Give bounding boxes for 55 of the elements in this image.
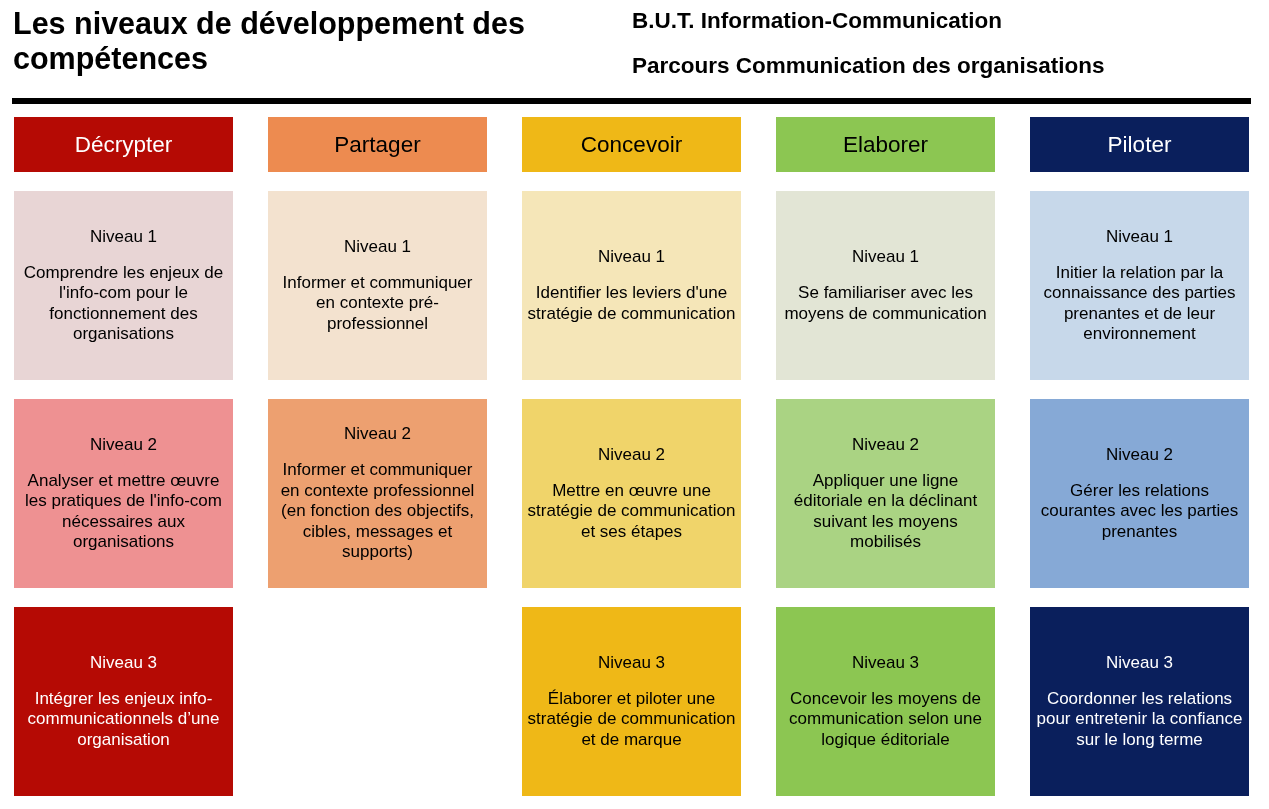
level-heading: Niveau 2 <box>1105 444 1174 465</box>
level-card <box>14 191 233 380</box>
level-card <box>1030 191 1249 380</box>
level-description: Analyser et mettre œuvre les pratiques de l'info-com nécessaires aux organisations <box>24 470 223 553</box>
level-description: Comprendre les enjeux de l'info-com pour le fonctionnement des organisations <box>22 262 225 345</box>
level-card <box>14 607 233 796</box>
competence-header <box>522 117 741 172</box>
track-title: Parcours Communication des organisations <box>632 53 1105 79</box>
page-title: Les niveaux de développement des compétences <box>13 6 526 76</box>
level-heading: Niveau 1 <box>343 236 412 257</box>
level-card <box>14 399 233 588</box>
competence-name: Concevoir <box>580 131 683 158</box>
level-description: Initier la relation par la connaissance des parties prenantes et de leur environnement <box>1042 262 1237 345</box>
level-heading: Niveau 3 <box>851 652 920 673</box>
competence-header <box>776 117 995 172</box>
level-heading: Niveau 3 <box>1105 652 1174 673</box>
level-card <box>776 399 995 588</box>
competence-name: Elaborer <box>842 131 928 158</box>
level-card <box>776 191 995 380</box>
level-heading: Niveau 2 <box>343 424 412 445</box>
level-description: Intégrer les enjeux info-communicationnels d’une organisation <box>26 688 221 751</box>
competence-name: Piloter <box>1107 131 1172 158</box>
competence-header <box>14 117 233 172</box>
level-description: Informer et communiquer en contexte pré-professionnel <box>281 272 474 335</box>
program-title: B.U.T. Information-Communication <box>632 8 1002 34</box>
competence-name: Décrypter <box>74 131 173 158</box>
level-description: Appliquer une ligne éditoriale en la déclinant suivant les moyens mobilisés <box>792 470 979 553</box>
level-description: Mettre en œuvre une stratégie de communication et ses étapes <box>526 480 737 543</box>
level-card <box>776 607 995 796</box>
level-card <box>1030 607 1249 796</box>
competence-name: Partager <box>334 131 421 158</box>
level-description: Coordonner les relations pour entretenir la confiance sur le long terme <box>1035 688 1244 751</box>
level-description: Concevoir les moyens de communication selon une logique éditoriale <box>788 688 983 751</box>
level-description: Se familiariser avec les moyens de communication <box>783 283 988 324</box>
level-card <box>268 399 487 588</box>
level-card <box>522 191 741 380</box>
level-heading: Niveau 2 <box>597 444 666 465</box>
level-card <box>268 191 487 380</box>
level-heading: Niveau 2 <box>89 434 158 455</box>
level-card <box>1030 399 1249 588</box>
level-heading: Niveau 3 <box>597 652 666 673</box>
level-card <box>522 399 741 588</box>
level-description: Informer et communiquer en contexte professionnel (en fonction des objectifs, cibles, messages et supports) <box>279 460 476 563</box>
level-heading: Niveau 3 <box>89 652 158 673</box>
level-heading: Niveau 1 <box>1105 226 1174 247</box>
level-heading: Niveau 1 <box>597 247 666 267</box>
competence-header <box>268 117 487 172</box>
level-description: Gérer les relations courantes avec les parties prenantes <box>1039 480 1240 543</box>
level-heading: Niveau 1 <box>851 247 920 267</box>
level-heading: Niveau 1 <box>89 226 158 247</box>
level-description: Élaborer et piloter une stratégie de communication et de marque <box>526 688 737 751</box>
level-description: Identifier les leviers d'une stratégie de communication <box>526 283 737 324</box>
competence-header <box>1030 117 1249 172</box>
level-card <box>522 607 741 796</box>
level-heading: Niveau 2 <box>851 434 920 455</box>
